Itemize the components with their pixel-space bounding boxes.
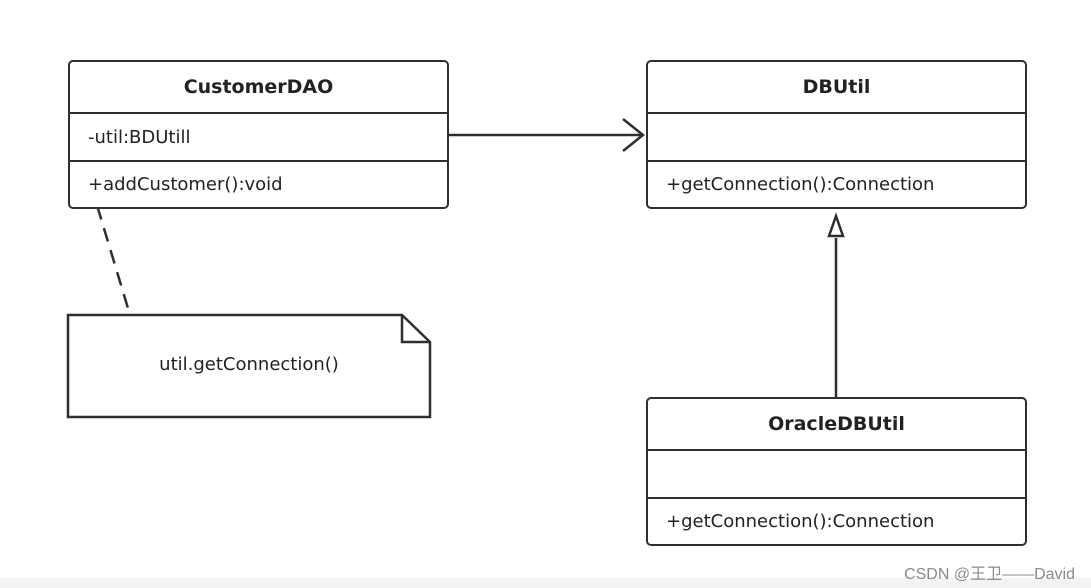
- class-name: CustomerDAO: [183, 76, 334, 98]
- note-text: util.getConnection(): [159, 354, 339, 375]
- note-shape: [66, 313, 432, 419]
- class-operation: +getConnection():Connection: [648, 497, 1025, 544]
- generalization-triangle: [827, 212, 845, 238]
- class-attribute: -util:BDUtill: [70, 112, 447, 160]
- note-fold: [400, 315, 430, 344]
- class-attribute: [648, 112, 1025, 160]
- class-customer-dao[interactable]: CustomerDAO -util:BDUtill +addCustomer()…: [68, 60, 449, 209]
- class-dbutil[interactable]: DBUtil +getConnection():Connection: [646, 60, 1027, 209]
- class-name: OracleDBUtil: [768, 413, 905, 435]
- class-oracle-dbutil[interactable]: OracleDBUtil +getConnection():Connection: [646, 397, 1027, 546]
- class-operation: +addCustomer():void: [70, 160, 447, 207]
- class-attribute: [648, 449, 1025, 497]
- footer-strip: [0, 578, 1091, 588]
- association-arrowhead: [622, 118, 646, 152]
- class-name: DBUtil: [802, 76, 871, 98]
- watermark-text: CSDN @王卫——David: [904, 566, 1075, 583]
- class-operation: +getConnection():Connection: [648, 160, 1025, 207]
